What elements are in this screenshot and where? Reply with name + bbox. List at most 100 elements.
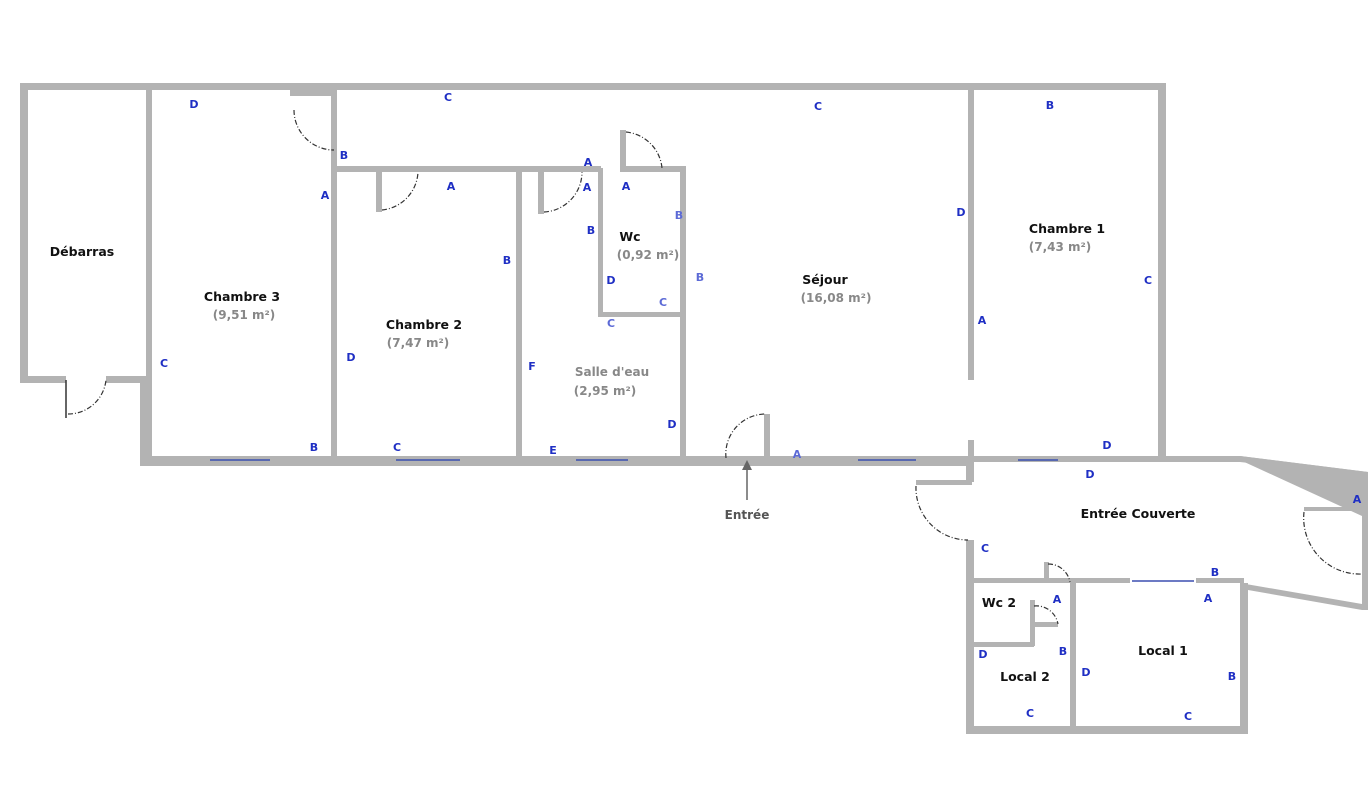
door-wc-swing (625, 131, 663, 169)
wall-mark: B (696, 271, 704, 284)
wall-mark: C (393, 441, 401, 454)
wall-mark: A (1053, 593, 1062, 606)
room-name-entree-couverte: Entrée Couverte (1081, 506, 1196, 521)
wall-wc2-door-stub (1030, 622, 1058, 627)
wall-annex-top-right (1196, 578, 1244, 583)
wall-mark: C (1144, 274, 1152, 287)
door-wc2-swing-top (1047, 563, 1071, 583)
walls (20, 83, 1368, 734)
room-name-chambre3: Chambre 3 (204, 289, 280, 304)
wall-sejour-chambre1-low (968, 440, 974, 464)
room-name-debarras: Débarras (50, 244, 114, 259)
wall-entry-door-stub (764, 414, 770, 462)
wall-mark: B (340, 149, 348, 162)
room-area-chambre3: (9,51 m²) (213, 308, 276, 322)
wall-sejour-chambre1 (968, 90, 974, 380)
wall-mark: A (793, 448, 802, 461)
door-annex-swing (915, 485, 969, 541)
door-chambre3-swing (293, 109, 335, 151)
room-area-salle-eau: (2,95 m²) (574, 384, 637, 398)
room-area-chambre1: (7,43 m²) (1029, 240, 1092, 254)
wall-mark: D (1102, 439, 1111, 452)
entrance-label: Entrée (725, 508, 770, 522)
wall-mark: A (1204, 592, 1213, 605)
door-debarras-swing (67, 379, 107, 415)
wall-wc2-bottom (966, 642, 1034, 647)
doors (65, 109, 1363, 625)
wall-mark: D (189, 98, 198, 111)
wall-mark: D (346, 351, 355, 364)
windows (210, 459, 1194, 582)
room-area-chambre2: (7,47 m²) (387, 336, 450, 350)
door-annex-east-swing (1303, 511, 1363, 575)
wall-door-stub-chambre2 (376, 166, 382, 212)
room-name-salle-eau: Salle d'eau (575, 365, 649, 379)
wall-mark: F (528, 360, 536, 373)
wall-mark: D (1081, 666, 1090, 679)
outer-wall-debarras-bottom (20, 376, 148, 383)
room-name-local1: Local 1 (1138, 643, 1188, 658)
wall-mark: C (444, 91, 452, 104)
outer-wall-main (20, 83, 1368, 610)
door-salle-swing (543, 171, 583, 213)
outer-wall-bottom (140, 376, 970, 466)
wall-local2-local1 (1070, 578, 1076, 730)
wall-wc-top (620, 166, 686, 172)
wall-wc-door-stub (620, 130, 626, 172)
room-name-wc: Wc (619, 229, 640, 244)
wall-mark: C (1026, 707, 1034, 720)
room-name-chambre2: Chambre 2 (386, 317, 462, 332)
wall-annex-east-door (1304, 507, 1368, 511)
room-name-wc2: Wc 2 (982, 595, 1016, 610)
wall-mark: B (1228, 670, 1236, 683)
wall-mark: D (606, 274, 615, 287)
wall-door-stub-salle (538, 166, 544, 214)
wall-mark: E (549, 444, 557, 457)
door-chambre2-swing (381, 171, 419, 211)
wall-mark: B (1059, 645, 1067, 658)
wall-mark: B (1211, 566, 1219, 579)
wall-mark: A (622, 180, 631, 193)
wall-corridor-chambre2 (331, 166, 601, 172)
wall-mark: B (587, 224, 595, 237)
wall-chambre3-door-stub (290, 90, 336, 96)
room-name-local2: Local 2 (1000, 669, 1050, 684)
wall-mark: C (1184, 710, 1192, 723)
annex-walls (966, 456, 1368, 734)
wall-mark: D (667, 418, 676, 431)
wall-chambre3-chambre2 (331, 90, 337, 462)
wall-mark: B (675, 209, 683, 222)
room-name-sejour: Séjour (802, 272, 848, 287)
wall-chambre2-salle (516, 168, 522, 462)
wall-mark: B (503, 254, 511, 267)
wall-debarras-chambre3 (146, 90, 152, 462)
room-name-chambre1: Chambre 1 (1029, 221, 1105, 236)
wall-mark: A (583, 181, 592, 194)
wall-mark: B (310, 441, 318, 454)
wall-mark: D (978, 648, 987, 661)
wall-mark: C (814, 100, 822, 113)
wall-wc2-door-post (1044, 562, 1049, 582)
wall-mark: C (160, 357, 168, 370)
wall-mark: A (584, 156, 593, 169)
wall-mark: C (659, 296, 667, 309)
wall-markers: D A C B B A B D C C C B D A A D A A B F … (160, 91, 1362, 723)
wall-wc-bottom (598, 312, 684, 317)
room-area-wc: (0,92 m²) (617, 248, 680, 262)
wall-mark: A (447, 180, 456, 193)
entrance-arrow-icon (742, 460, 752, 470)
wall-mark: D (1085, 468, 1094, 481)
wall-mark: A (321, 189, 330, 202)
wall-annex-door-stub (916, 480, 972, 485)
door-entry-swing (725, 413, 767, 459)
wall-mark: C (981, 542, 989, 555)
room-area-sejour: (16,08 m²) (801, 291, 872, 305)
wall-mark: A (1353, 493, 1362, 506)
room-labels: Débarras Chambre 3 (9,51 m²) Chambre 2 (… (50, 221, 1196, 684)
wall-mark: B (1046, 99, 1054, 112)
entrance-marker: Entrée (725, 460, 770, 522)
door-wc2-swing (1033, 605, 1059, 625)
wall-wc-left (598, 168, 603, 316)
wall-mark: D (956, 206, 965, 219)
